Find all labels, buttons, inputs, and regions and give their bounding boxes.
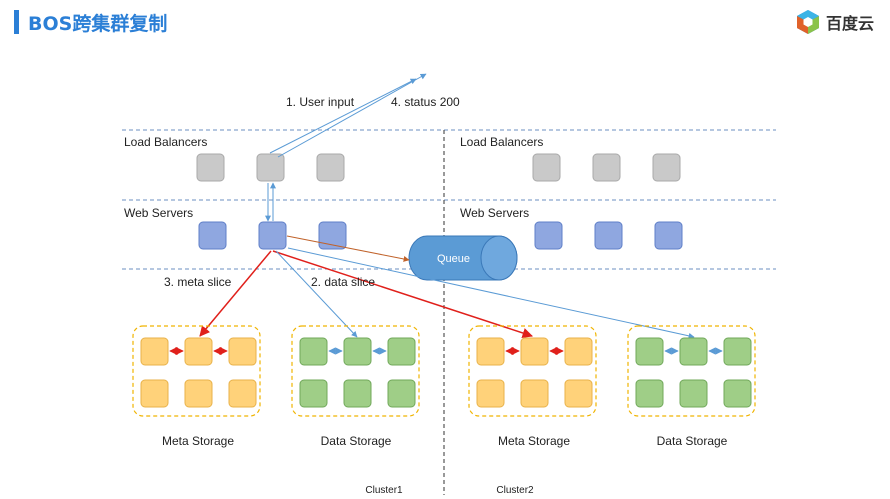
page-title: BOS跨集群复制 xyxy=(28,13,168,35)
queue-label: Queue xyxy=(437,253,470,265)
web-server-node xyxy=(654,221,683,250)
data-slice-label: 2. data slice xyxy=(311,275,375,289)
meta-node xyxy=(184,337,213,366)
data-node xyxy=(343,337,372,366)
web-server-node xyxy=(198,221,227,250)
meta-node xyxy=(520,337,549,366)
data-node xyxy=(299,337,328,366)
meta-node xyxy=(476,379,505,408)
title-accent-bar xyxy=(14,10,19,34)
data-node xyxy=(679,379,708,408)
data-node xyxy=(387,379,416,408)
logo-text: 百度云 xyxy=(825,14,874,33)
load-balancers-label: Load Balancers xyxy=(460,135,543,149)
web-servers-label: Web Servers xyxy=(124,206,193,220)
meta-node xyxy=(564,337,593,366)
data-node xyxy=(635,379,664,408)
meta-node xyxy=(564,379,593,408)
cluster-name: Cluster2 xyxy=(496,485,534,496)
meta-node xyxy=(228,379,257,408)
meta-slice-arrow xyxy=(199,250,272,337)
cluster-name: Cluster1 xyxy=(365,485,403,496)
meta-storage-group xyxy=(132,325,261,417)
data-node xyxy=(723,379,752,408)
data-node xyxy=(679,337,708,366)
logo: 百度云 xyxy=(795,9,874,35)
web-servers-label: Web Servers xyxy=(460,206,529,220)
queue-cylinder xyxy=(408,235,518,281)
data-node xyxy=(343,379,372,408)
status-label: 4. status 200 xyxy=(391,95,460,109)
load-balancer-node xyxy=(196,153,225,182)
data-storage-label: Data Storage xyxy=(657,434,728,448)
web-server-node xyxy=(318,221,347,250)
user-input-arrow xyxy=(269,78,417,154)
load-balancer-node xyxy=(256,153,285,182)
load-balancer-node xyxy=(532,153,561,182)
data-node xyxy=(635,337,664,366)
data-node xyxy=(723,337,752,366)
user-input-label: 1. User input xyxy=(286,95,355,109)
meta-replication-arrow xyxy=(272,250,533,339)
data-storage-label: Data Storage xyxy=(321,434,392,448)
web-server-node xyxy=(258,221,287,250)
meta-node xyxy=(520,379,549,408)
data-slice-arrow xyxy=(275,250,358,338)
data-storage-group xyxy=(291,325,420,417)
meta-storage-label: Meta Storage xyxy=(498,434,570,448)
data-replication-arrow xyxy=(287,247,695,339)
data-node xyxy=(299,379,328,408)
load-balancers-label: Load Balancers xyxy=(124,135,207,149)
load-balancer-node xyxy=(652,153,681,182)
baidu-cloud-hexagon-icon xyxy=(796,10,819,34)
web-server-node xyxy=(594,221,623,250)
meta-node xyxy=(140,337,169,366)
status-arrow xyxy=(277,73,427,158)
meta-storage-label: Meta Storage xyxy=(162,434,234,448)
web-to-queue-arrow xyxy=(286,235,410,262)
data-storage-group xyxy=(627,325,756,417)
meta-slice-label: 3. meta slice xyxy=(164,275,232,289)
data-node xyxy=(387,337,416,366)
web-server-node xyxy=(534,221,563,250)
meta-node xyxy=(228,337,257,366)
load-balancer-node xyxy=(592,153,621,182)
meta-node xyxy=(184,379,213,408)
load-balancer-node xyxy=(316,153,345,182)
meta-node xyxy=(476,337,505,366)
meta-storage-group xyxy=(468,325,597,417)
meta-node xyxy=(140,379,169,408)
